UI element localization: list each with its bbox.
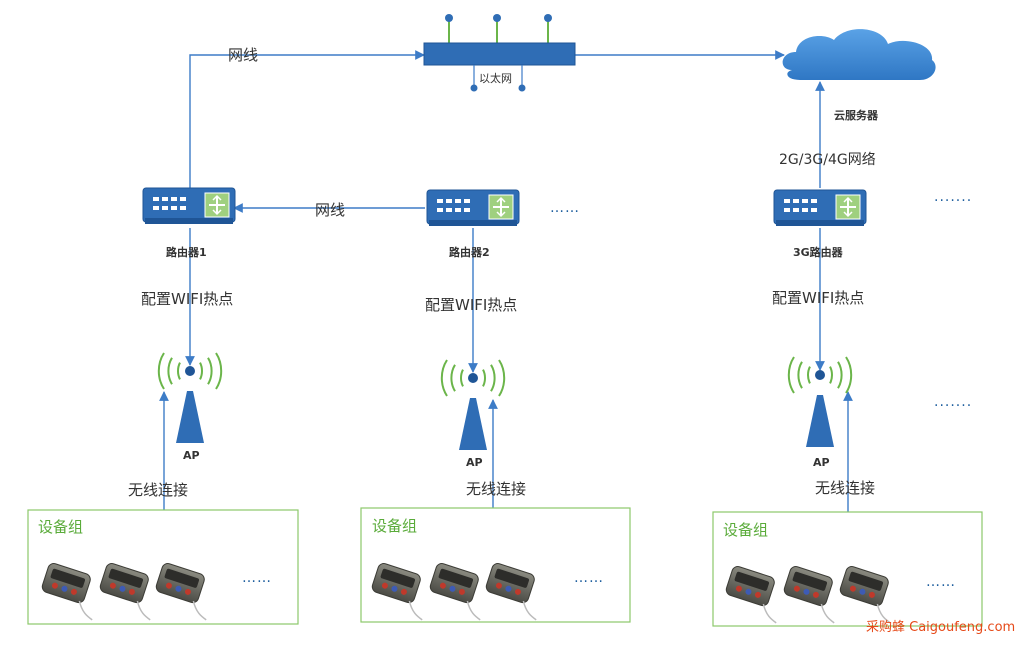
cloud-server-label: 云服务器 xyxy=(834,109,878,122)
router1-label: 路由器1 xyxy=(166,246,207,259)
cable-router1-switch xyxy=(189,50,425,188)
ap-antenna-icon xyxy=(787,356,853,447)
more-routers-ellipsis-right: ······· xyxy=(934,193,973,209)
device-group-title-1: 设备组 xyxy=(38,518,84,536)
connection-lines xyxy=(159,50,853,512)
device-icon xyxy=(429,563,481,621)
cable-label-mid: 网线 xyxy=(315,201,346,219)
wireless-link-label-3: 无线连接 xyxy=(815,479,876,497)
more-devices-ellipsis-2: …… xyxy=(574,570,604,586)
ethernet-switch-label: 以太网 xyxy=(479,72,512,85)
device-group xyxy=(360,507,631,623)
device-icon xyxy=(783,566,835,624)
router2-label: 路由器2 xyxy=(449,246,490,259)
device-icon xyxy=(155,563,207,621)
wireless-link-label-1: 无线连接 xyxy=(128,481,189,499)
routers xyxy=(142,187,867,226)
access-points xyxy=(157,352,853,450)
ap-antenna-icon xyxy=(157,352,223,443)
ap-label-3: AP xyxy=(813,456,830,469)
ap-antenna-icon xyxy=(440,359,506,450)
more-devices-ellipsis-3: …… xyxy=(926,574,956,590)
more-aps-ellipsis-right: ······· xyxy=(934,398,973,414)
router-icon xyxy=(142,187,236,224)
device-icon xyxy=(485,563,537,621)
device-group xyxy=(27,509,299,625)
wifi-hotspot-label-3: 配置WIFI热点 xyxy=(772,289,865,307)
cloud-icon xyxy=(782,29,936,80)
watermark-text: 采购蜂 Caigoufeng.com xyxy=(866,620,1016,635)
more-devices-ellipsis-1: …… xyxy=(242,570,272,586)
device-group xyxy=(712,511,983,627)
router-icon xyxy=(426,189,520,226)
switch-icon xyxy=(423,14,576,92)
wireless-link-label-2: 无线连接 xyxy=(466,480,527,498)
device-icon xyxy=(371,563,423,621)
device-group-title-3: 设备组 xyxy=(723,521,769,539)
device-icon xyxy=(839,566,891,624)
wifi-hotspot-label-1: 配置WIFI热点 xyxy=(141,290,234,308)
device-group-box xyxy=(27,509,299,625)
more-routers-ellipsis: …… xyxy=(550,200,580,216)
router3-label: 3G路由器 xyxy=(793,246,843,259)
mobile-network-label: 2G/3G/4G网络 xyxy=(779,152,876,168)
device-icon xyxy=(99,563,151,621)
device-icon xyxy=(41,563,93,621)
device-groups xyxy=(27,507,983,627)
router-icon xyxy=(773,189,867,226)
device-group-title-2: 设备组 xyxy=(372,517,418,535)
ap-label-1: AP xyxy=(183,449,200,462)
cable-label-top: 网线 xyxy=(228,46,259,64)
wifi-hotspot-label-2: 配置WIFI热点 xyxy=(425,296,518,314)
device-icon xyxy=(725,566,777,624)
ap-label-2: AP xyxy=(466,456,483,469)
